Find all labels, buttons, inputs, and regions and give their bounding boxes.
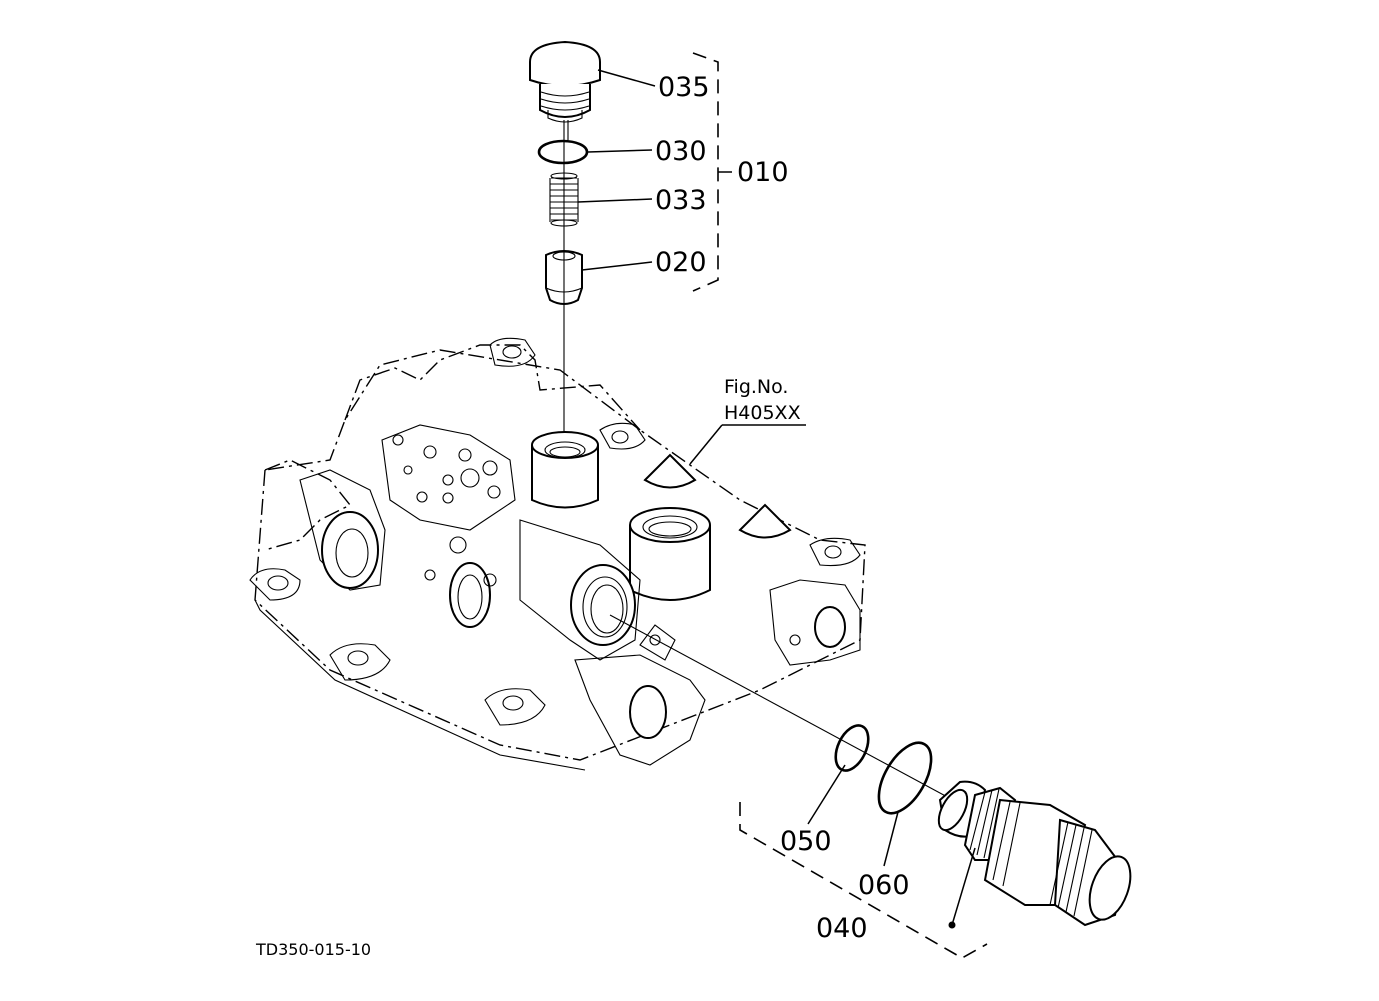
label-060: 060: [858, 870, 910, 901]
o-ring-050: [834, 724, 870, 772]
label-040: 040: [816, 913, 868, 944]
label-035: 035: [658, 72, 710, 103]
assembly-axis-diagonal: [609, 614, 991, 821]
leader-lines-bottom: [807, 764, 899, 867]
drawing-code: TD350-015-10: [255, 940, 371, 959]
o-ring-030: [537, 139, 589, 165]
label-050: 050: [780, 826, 832, 857]
relief-cartridge-040: [937, 780, 1132, 927]
valve-body: [249, 337, 866, 771]
fig-no-label: Fig.No.: [724, 376, 788, 398]
leader-lines-top: [577, 69, 656, 271]
label-010: 010: [737, 157, 789, 188]
o-ring-060: [877, 741, 933, 815]
bracket-010: [692, 52, 719, 292]
label-033: 033: [655, 185, 707, 216]
figure-reference: Fig.No. H405XX: [689, 376, 806, 465]
label-030: 030: [655, 136, 707, 167]
plug-035: [529, 40, 601, 123]
label-020: 020: [655, 247, 707, 278]
bracket-040: [739, 802, 988, 959]
fig-no-value: H405XX: [724, 402, 801, 424]
